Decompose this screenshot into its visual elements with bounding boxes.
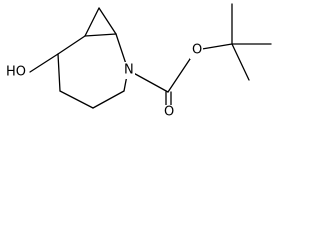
atom-label-ester-oxygen: O <box>190 42 203 59</box>
bond-cp-top-right <box>98 7 117 35</box>
carbonyl-oxygen-label: O <box>164 105 174 120</box>
atom-label-ring-nitrogen: N <box>122 62 135 79</box>
hydroxyl-label: HO <box>6 65 26 80</box>
bond-c1-c2 <box>57 53 61 92</box>
bond-cp-top-left <box>84 7 100 37</box>
bond-c1-hydroxyl <box>29 53 59 73</box>
atom-label-carbonyl-oxygen: O <box>162 105 175 120</box>
bond-tbu-methyl-bottom <box>231 43 250 81</box>
cyclopropane-ring <box>84 7 117 37</box>
bond-c3-c4 <box>92 90 125 109</box>
bond-c7-c1 <box>57 35 86 55</box>
chemical-structure-diagram: HO N O O <box>4 3 272 120</box>
atom-label-hydroxyl: HO <box>4 64 28 81</box>
bond-c2-c3 <box>59 90 94 109</box>
ester-oxygen-label: O <box>192 43 202 58</box>
bond-cp-fused <box>84 33 117 37</box>
nitrogen-label: N <box>124 63 134 78</box>
piperidine-ring <box>57 33 129 109</box>
